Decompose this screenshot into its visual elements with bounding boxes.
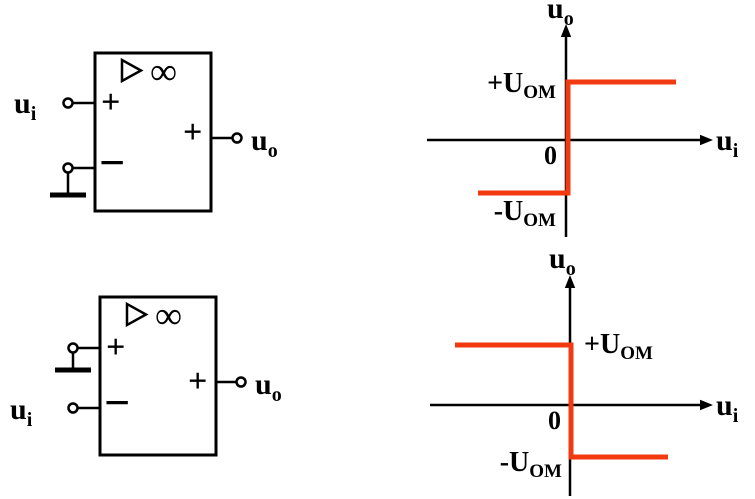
- input-voltage-label: ui: [14, 87, 37, 125]
- y-axis-label: uo: [549, 242, 576, 280]
- y-axis-label-base: u: [549, 242, 566, 275]
- input-label-sub: i: [27, 409, 33, 431]
- output-label-base: u: [251, 124, 268, 157]
- x-axis-label-base: u: [716, 389, 733, 422]
- high-level-sub: OM: [620, 343, 653, 364]
- input-terminal: [62, 97, 74, 109]
- inverting-input-sign: −: [99, 137, 125, 188]
- low-level-base: -U: [500, 447, 530, 478]
- input-terminal: [67, 402, 79, 414]
- low-level-label: -UOM: [494, 196, 556, 231]
- infinite-gain-symbol: ∞: [150, 51, 177, 93]
- input-label-base: u: [10, 393, 27, 426]
- grounded-input-terminal: [67, 342, 79, 354]
- inverting-comparator-circuit: ∞ + − + ui uo: [10, 295, 282, 457]
- y-axis-arrow-icon: [560, 24, 572, 37]
- x-axis-arrow-icon: [700, 399, 713, 411]
- output-sign: +: [183, 114, 202, 151]
- x-axis-label-sub: i: [733, 140, 739, 162]
- input-label-sub: i: [31, 103, 37, 125]
- output-voltage-label: uo: [251, 124, 278, 162]
- x-axis-label-base: u: [716, 124, 733, 157]
- x-axis-label: ui: [716, 389, 739, 427]
- x-axis-label-sub: i: [733, 405, 739, 427]
- inverting-input-sign: −: [104, 377, 130, 428]
- output-terminal: [231, 132, 243, 144]
- x-axis-label: ui: [716, 124, 739, 162]
- low-level-base: -U: [494, 196, 524, 227]
- origin-label: 0: [544, 141, 557, 170]
- high-level-sub: OM: [523, 82, 556, 103]
- y-axis-label-base: u: [547, 0, 564, 25]
- inverting-transfer-characteristic: uo ui +UOM 0 -UOM: [430, 242, 739, 496]
- noninverting-transfer-characteristic: uo ui +UOM 0 -UOM: [427, 0, 739, 237]
- transfer-curve: [455, 342, 668, 460]
- output-terminal: [235, 376, 247, 388]
- noninverting-input-sign: +: [101, 84, 120, 121]
- high-level-label: +UOM: [584, 329, 653, 364]
- high-level-base: +U: [584, 329, 620, 360]
- input-label-base: u: [14, 87, 31, 120]
- opamp-body: [93, 51, 213, 213]
- origin-label: 0: [548, 406, 561, 435]
- noninverting-comparator-circuit: ∞ + − + ui uo: [14, 51, 278, 213]
- low-level-label: -UOM: [500, 447, 562, 482]
- opamp-triangle-icon: [125, 301, 149, 328]
- output-voltage-label: uo: [255, 368, 282, 406]
- opamp-triangle-icon: [120, 57, 144, 84]
- low-level-sub: OM: [523, 210, 556, 231]
- x-axis-arrow-icon: [700, 134, 713, 146]
- output-label-sub: o: [268, 140, 278, 162]
- transfer-curve: [478, 79, 676, 196]
- output-sign: +: [188, 363, 207, 400]
- grounded-input-terminal: [62, 162, 74, 174]
- y-axis-arrow-icon: [564, 275, 576, 288]
- y-axis-label-sub: o: [566, 258, 576, 280]
- high-level-label: +UOM: [487, 68, 556, 103]
- opamp-body: [98, 295, 218, 457]
- low-level-sub: OM: [529, 461, 562, 482]
- y-axis-label: uo: [547, 0, 574, 30]
- noninverting-input-sign: +: [106, 329, 125, 366]
- input-voltage-label: ui: [10, 393, 33, 431]
- output-label-base: u: [255, 368, 272, 401]
- infinite-gain-symbol: ∞: [155, 295, 182, 337]
- y-axis-label-sub: o: [564, 8, 574, 30]
- high-level-base: +U: [487, 68, 523, 99]
- output-label-sub: o: [272, 384, 282, 406]
